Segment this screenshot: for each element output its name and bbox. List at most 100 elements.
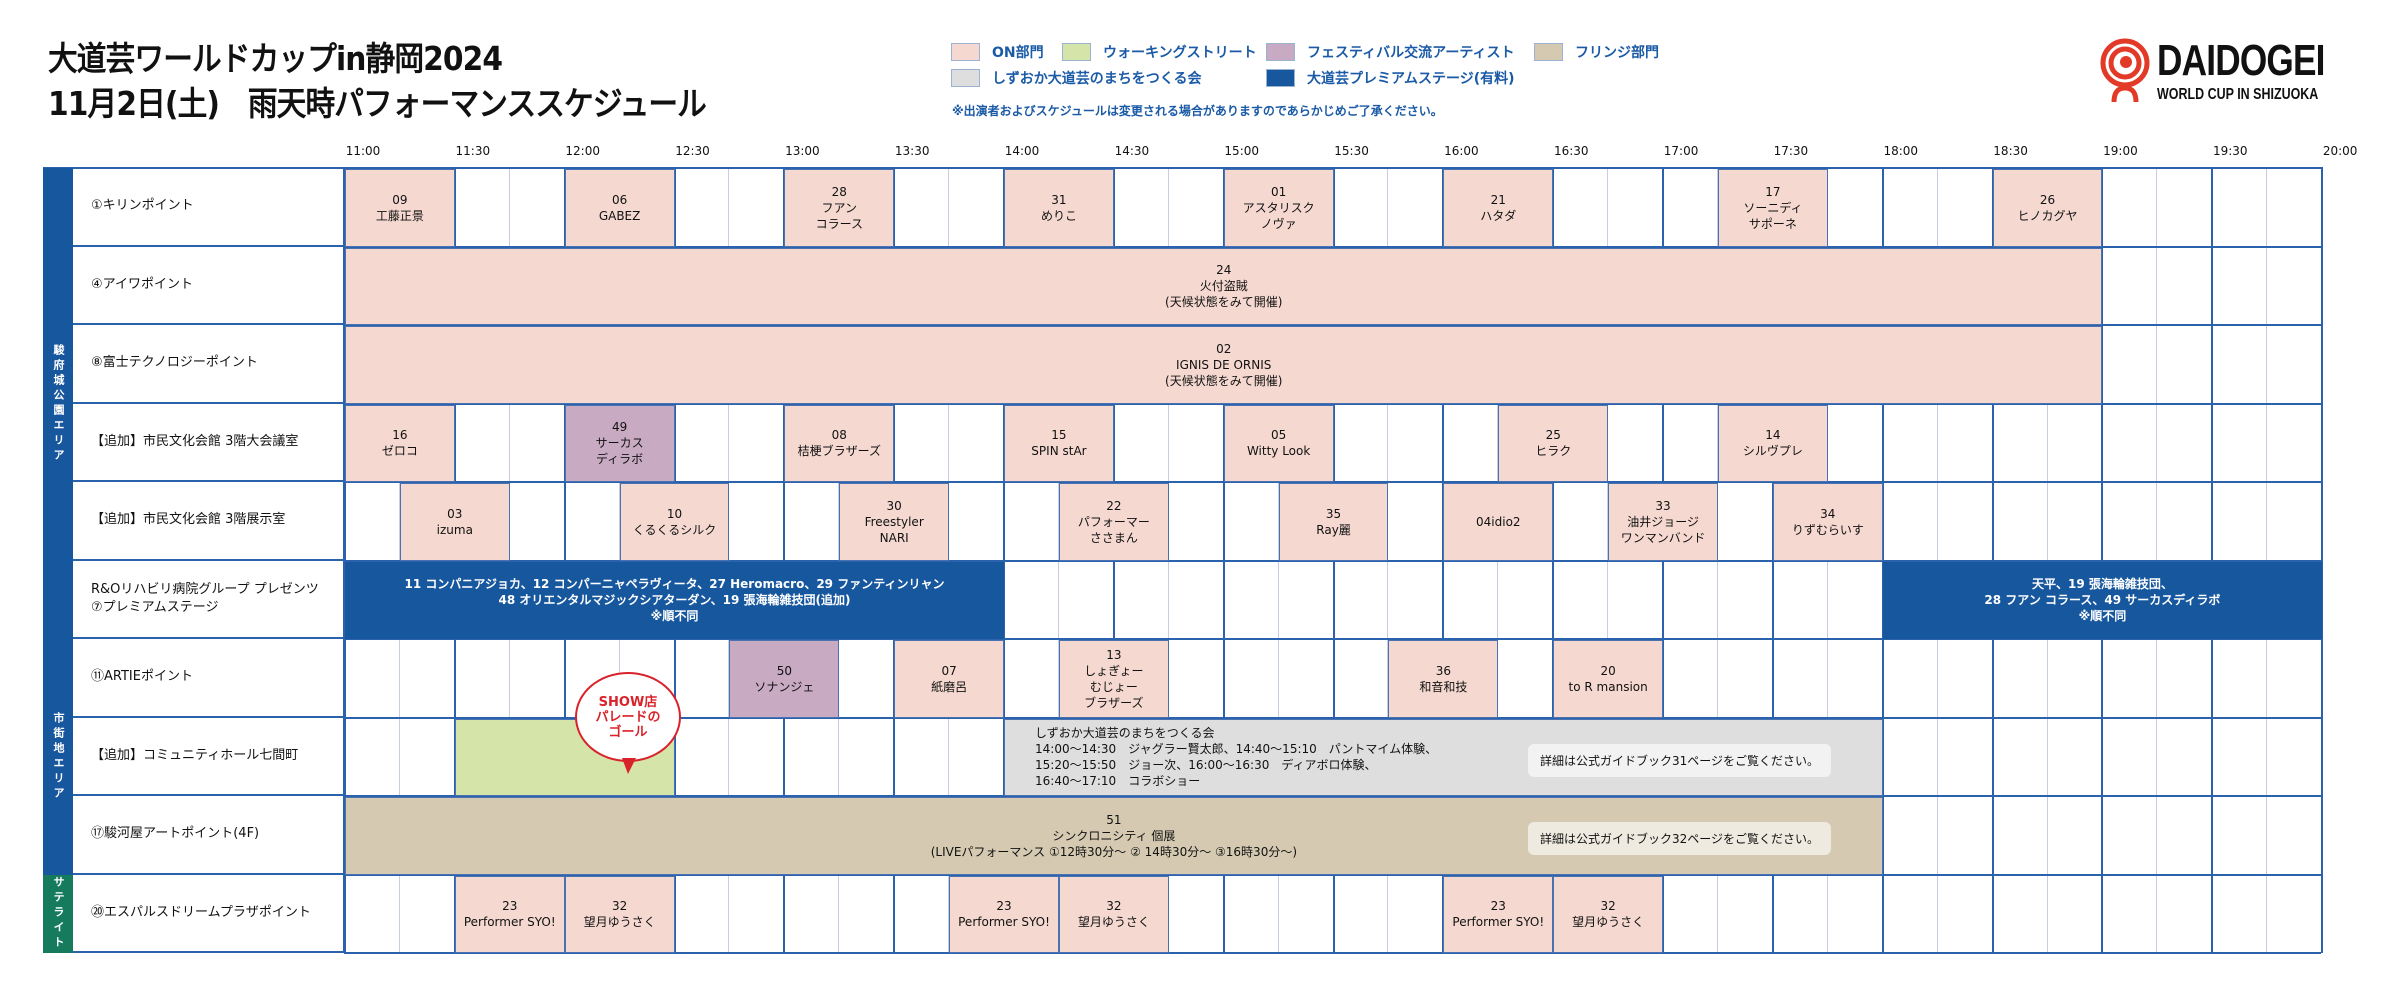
performance-text: IGNIS DE ORNIS [1176,357,1272,372]
area-band: サテライト [43,874,73,953]
legend-swatch [1266,69,1295,87]
performance-text: 望月ゆうさく [1077,915,1150,930]
performance-text: ささまん [1089,530,1138,545]
performance-text: 16:40～17:10 コラボショー [1035,774,1201,789]
venue-label: R&Oリハビリ病院グループ プレゼンツ ⑦プレミアムステージ [73,560,344,639]
performance-text: ヒノカグヤ [2017,208,2078,223]
performance-text: アスタリスク [1242,200,1315,215]
performance-text: 望月ゆうさく [583,915,656,930]
performance-text: 桔梗ブラザーズ [797,444,881,459]
performance-text: 20 [1600,663,1616,678]
performance-text: 07 [941,663,957,678]
logo-title: DAIDOGEI [2157,36,2325,85]
performance-text: 15 [1051,428,1067,443]
legend-label: フェスティバル交流アーティスト [1307,45,1515,61]
grid-line [43,167,2323,169]
performance-text: 火付盗賊 [1199,279,1248,294]
performance-text: 17 [1765,184,1781,199]
legend-label: 大道芸プレミアムステージ(有料) [1307,71,1515,87]
performance-text: 11 コンパニアジョカ、12 コンパーニャペラヴィータ、27 Heromacro… [404,577,945,592]
performance-text: 03 [447,506,463,521]
performance-text: 天平、19 張海輪雑技団、 [2031,577,2173,592]
guidebook-note: 詳細は公式ガイドブック31ページをご覧ください。 [1528,743,1832,777]
performance-text: 26 [2039,192,2056,207]
legend-swatch [1062,43,1091,61]
time-label: 14:00 [1004,144,1040,158]
legend-label: ON部門 [992,45,1044,61]
performance-block[interactable]: 天平、19 張海輪雑技団、28 フアン コラース、49 サーカスディラボ※順不同 [1882,561,2323,639]
legend-swatch [1534,43,1563,61]
performance-text: 51 [1106,812,1122,827]
time-label: 13:00 [785,144,820,158]
time-label: 18:30 [1993,144,2028,158]
time-label: 20:00 [2322,144,2358,158]
performance-text: Performer SYO! [958,915,1050,930]
performance-text: to R mansion [1568,679,1648,694]
performance-text: ヒラク [1535,444,1572,459]
grid-line [344,638,2321,640]
performance-text: 望月ゆうさく [1572,915,1645,930]
legend-label: しずおか大道芸のまちをつくる会 [992,71,1202,87]
performance-text: めりこ [1040,208,1077,223]
grid-line [2321,168,2324,953]
performance-text: izuma [436,522,473,537]
performance-block[interactable]: 11 コンパニアジョカ、12 コンパーニャペラヴィータ、27 Heromacro… [345,561,1005,639]
performance-text: 24 [1216,263,1232,278]
performance-text: 49 [611,420,628,435]
performance-text: 48 オリエンタルマジックシアターダン、19 張海輪雑技団(追加) [498,593,851,608]
bubble-text: パレードの [595,709,661,725]
performance-text: 和音和技 [1419,679,1468,694]
performance-text: ノヴァ [1260,216,1297,231]
performance-text: GABEZ [598,208,641,223]
performance-block[interactable]: 04idio2 [1443,483,1554,561]
performance-text: 28 フアン コラース、49 サーカスディラボ [1984,593,2221,608]
performance-text: サポーネ [1748,216,1797,231]
grid-line [344,716,2321,719]
performance-text: Performer SYO! [463,915,556,930]
performance-text: 01 [1270,184,1287,199]
grid-line [344,402,2321,405]
performance-text: 25 [1545,428,1561,443]
logo-subtitle: WORLD CUP IN SHIZUOKA [2157,86,2319,103]
spiral-logo-icon [2100,38,2150,103]
bubble-text: SHOW店 [598,694,658,710]
venue-label: ⑪ARTIEポイント [73,639,344,718]
performance-text: くるくるシルク [632,522,717,537]
